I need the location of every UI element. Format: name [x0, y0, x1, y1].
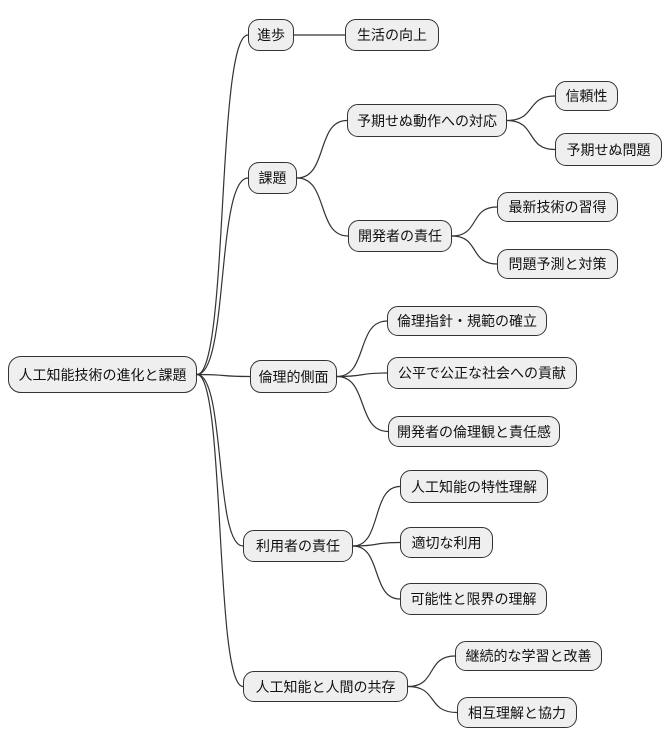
edge-connector: [196, 34, 249, 376]
edge-connector: [196, 373, 251, 378]
edge-connector: [506, 119, 556, 151]
node-developer-responsibility: 開発者の責任: [348, 220, 452, 252]
node-developer-ethics-and-responsibility: 開発者の倫理観と責任感: [388, 416, 560, 447]
node-ai-human-coexistence: 人工知能と人間の共存: [243, 671, 408, 702]
edge-connector: [352, 485, 401, 547]
edge-connector: [296, 119, 348, 179]
node-unexpected-behavior-response: 予期せぬ動作への対応: [347, 104, 507, 137]
node-progress: 進歩: [248, 19, 294, 51]
edge-connector: [296, 177, 349, 237]
edge-connector: [506, 95, 556, 122]
node-ethics-guidelines-establishment: 倫理指針・規範の確立: [387, 306, 547, 336]
edge-connector: [336, 372, 388, 378]
node-ai-characteristics-understanding: 人工知能の特性理解: [400, 470, 548, 503]
node-ai-evolution-and-challenges: 人工知能技術の進化と課題: [8, 356, 197, 393]
node-appropriate-use: 適切な利用: [400, 527, 493, 558]
node-life-improvement: 生活の向上: [345, 19, 439, 51]
node-fair-society-contribution: 公平で公正な社会への貢献: [387, 357, 577, 389]
edge-connector: [407, 655, 456, 688]
edge-connector: [196, 373, 244, 547]
edge-connector: [352, 541, 401, 547]
node-challenges: 課題: [248, 162, 297, 194]
edge-connector: [196, 373, 244, 688]
edge-connector: [336, 375, 389, 433]
edge-connector: [451, 206, 498, 237]
edge-connector: [407, 685, 458, 714]
node-reliability: 信頼性: [555, 81, 618, 111]
edge-connector: [451, 235, 498, 265]
node-latest-tech-acquisition: 最新技術の習得: [497, 192, 618, 222]
node-user-responsibility: 利用者の責任: [243, 530, 353, 562]
edge-connector: [352, 545, 401, 600]
edge-connector: [196, 177, 249, 376]
node-unexpected-problems: 予期せぬ問題: [555, 133, 662, 166]
node-possibilities-and-limits-understanding: 可能性と限界の理解: [400, 583, 547, 615]
node-problem-prediction-countermeasures: 問題予測と対策: [497, 249, 618, 279]
node-continuous-learning-improvement: 継続的な学習と改善: [455, 641, 602, 671]
node-ethical-aspects: 倫理的側面: [250, 360, 337, 393]
edge-connector: [336, 320, 388, 378]
node-mutual-understanding-cooperation: 相互理解と協力: [457, 697, 577, 728]
